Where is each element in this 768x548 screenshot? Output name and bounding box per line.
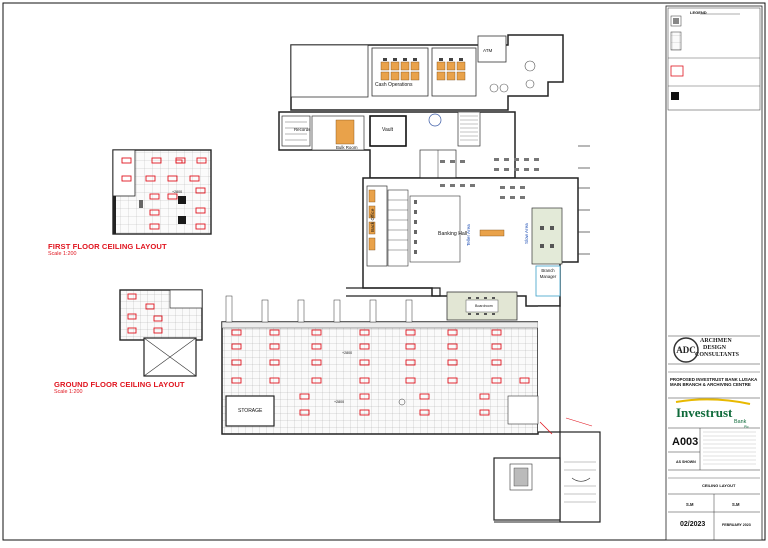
banking-hall-table [479,229,505,237]
ceiling-fan-symbol [178,216,186,224]
project-title: PROPOSED INVESTRUST BANK LUSAKA MAIN BRA… [670,377,758,388]
client-sub: Bank [734,419,747,425]
room-label-boardroom: Boardroom [475,304,493,308]
light-fittings [121,157,207,230]
legend-box [667,7,761,111]
client-name: Investrust [676,405,733,420]
client-plc: Plc [744,425,749,429]
banking-hall-block [346,145,590,321]
drawing-scale: AS SHOWN [676,460,696,464]
desk-chairs [383,58,463,61]
light-fittings [231,329,530,416]
room-label-records: Records [294,127,311,132]
sheet-border [2,2,766,541]
workstation-desks [380,61,466,81]
room-label-teller-area: Teller Area [466,224,471,246]
firm-name-line-3: CONSULTANTS [695,352,740,358]
ground-floor-title: GROUND FLOOR CEILING LAYOUT [54,380,185,389]
legend-title: LEGEND [690,10,707,15]
drawing-date: 02/2023 [680,521,706,528]
room-label-bulk-room: Bulk Room [336,145,358,150]
ceiling-fan-symbol [178,196,186,204]
storage-room [225,395,275,427]
ceiling-height-ground-b: +2800 [334,400,345,404]
ceiling-height-first-floor: +2800 [172,190,183,194]
checked-by: S.M [732,502,740,507]
room-label-storage: STORAGE [238,408,263,414]
first-floor-scale: Scale 1:200 [48,251,77,257]
title-block: ADC [665,5,763,541]
vault-room [369,115,407,147]
room-label-back-office: Back Office [370,208,375,232]
room-label-banking-hall: Banking Hall [438,231,468,237]
first-floor-ceiling-plan [112,149,212,235]
drawing-number: A003 [672,436,699,448]
room-label-atm: ATM [483,48,493,53]
svg-text:ADC: ADC [676,345,696,355]
waiting-seats [440,158,539,199]
firm-name-line-1: ARCHMEN [700,338,732,344]
drawn-by: S.M [686,502,694,507]
drawing-title: CEILING LAYOUT [702,483,736,488]
first-floor-title: FIRST FLOOR CEILING LAYOUT [48,242,167,251]
ground-floor-ceiling-plan [119,289,601,523]
bulk-room-table [335,119,355,145]
ground-floor-scale: Scale 1:200 [54,389,83,395]
room-label-cash-operations: Cash Operations [375,82,413,88]
room-label-vault: Vault [382,127,394,133]
room-label-branch-manager: Branch Manager [539,268,557,279]
room-label-slow-area: Slow Area [524,223,529,244]
firm-name-line-2: DESIGN [703,345,727,351]
upper-building-block [278,34,564,179]
firm-logo [673,337,699,363]
drawing-month: FEBRUARY 2023 [722,523,751,527]
ceiling-height-ground-a: +2800 [342,351,353,355]
